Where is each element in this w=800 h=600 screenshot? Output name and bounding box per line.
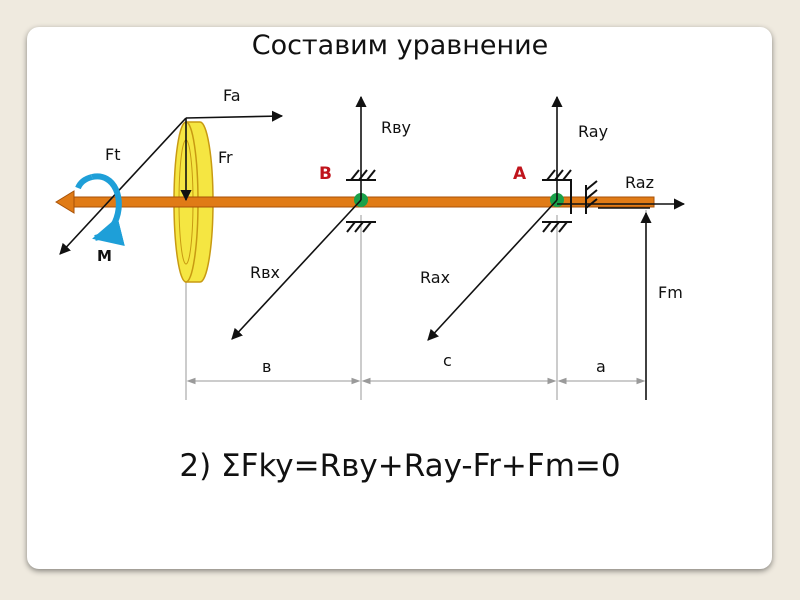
label-fa: Fa — [223, 86, 241, 105]
label-raz: Raz — [625, 173, 654, 192]
label-dim-b: в — [262, 357, 271, 376]
label-fr: Fr — [218, 148, 233, 167]
ft-arrow — [59, 117, 187, 255]
label-support-b: B — [319, 164, 332, 184]
label-rby: Rвy — [381, 118, 411, 137]
label-fm: Fm — [658, 283, 683, 302]
label-dim-a: а — [596, 357, 606, 376]
label-support-a: A — [513, 164, 527, 184]
label-moment: M — [97, 247, 112, 265]
slide-title: Составим уравнение — [251, 30, 549, 61]
equation: 2) ΣFky=Rвy+Ray-Fr+Fm=0 — [179, 448, 621, 484]
fa-arrow — [185, 110, 284, 122]
dimension-lines — [186, 377, 646, 385]
label-rax: Rax — [420, 268, 450, 287]
rax-arrow — [427, 199, 558, 341]
moment-arrow — [75, 173, 125, 246]
label-ft: Ft — [105, 145, 120, 164]
label-rbx: Rвx — [250, 263, 280, 282]
label-dim-c: с — [443, 351, 452, 370]
rbx-arrow — [231, 199, 362, 340]
label-ray: Ray — [578, 122, 608, 141]
slide-card — [27, 27, 772, 569]
extension-lines — [185, 210, 647, 400]
